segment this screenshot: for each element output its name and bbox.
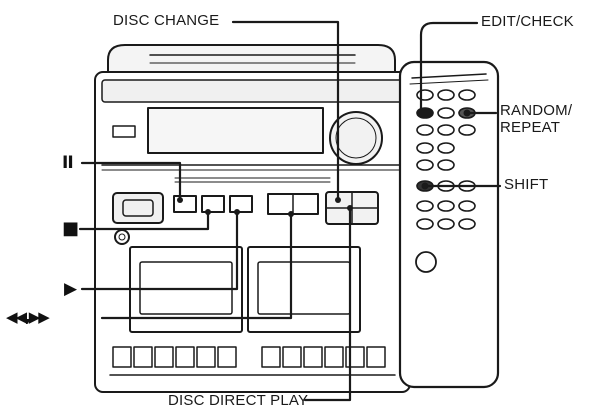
callout-dots [177,108,471,217]
label-disc-direct-play: DISC DIRECT PLAY [168,392,309,409]
remote-round-key [415,251,437,273]
deck-a-buttons [112,346,237,368]
label-random-repeat-2: REPEAT [500,119,561,136]
callout-lines [78,20,502,402]
volume-knob [329,111,383,165]
play-button [229,195,253,213]
label-disc-change: DISC CHANGE [113,12,220,29]
skip-symbols: ◀◀,▶▶ [6,308,50,326]
pause-button [173,195,197,213]
label-edit-check: EDIT/CHECK [481,13,574,30]
stop-button [201,195,225,213]
label-shift: SHIFT [504,176,549,193]
display-window [147,107,324,154]
pause-symbol: II [62,153,74,173]
cassette-deck-b [247,246,361,333]
label-random-repeat-1: RANDOM/ [500,102,573,119]
play-symbol: ▶ [64,279,78,299]
main-unit [94,44,411,393]
remote-control [398,60,500,389]
left-door-button [112,192,164,224]
power-badge [112,125,136,138]
stop-symbol: ■ [62,218,80,239]
